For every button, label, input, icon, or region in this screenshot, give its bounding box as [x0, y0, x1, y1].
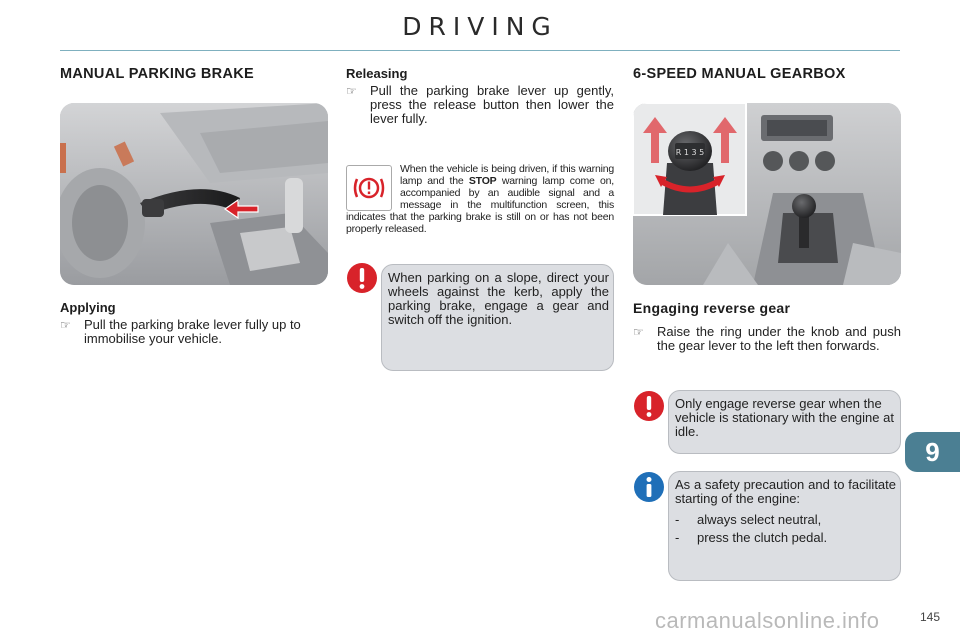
- watermark: carmanualsonline.info: [655, 608, 880, 633]
- page-number: 145: [919, 610, 940, 624]
- reverse-gear-title: Engaging reverse gear: [633, 300, 791, 316]
- page-title: DRIVING: [402, 12, 558, 41]
- chapter-tab: [905, 432, 960, 472]
- safety-info-item-1: always select neutral,: [697, 512, 822, 527]
- releasing-instruction: ☞ Pull the parking brake lever up gently…: [346, 84, 614, 126]
- safety-info-item: -always select neutral,: [675, 512, 822, 527]
- warning-exclamation-icon: [633, 390, 665, 422]
- reverse-warning-text: Only engage reverse gear when the vehicl…: [675, 396, 894, 439]
- releasing-text: Pull the parking brake lever up gently, …: [370, 83, 614, 126]
- safety-info-box: As a safety precaution and to facilitate…: [668, 471, 901, 581]
- bullet-pointer-icon: ☞: [346, 84, 357, 98]
- gearbox-illustration: R 1 3 5: [633, 103, 901, 285]
- safety-info-item: -press the clutch pedal.: [675, 530, 828, 545]
- chapter-number: 9: [925, 437, 940, 467]
- reverse-warning-box: Only engage reverse gear when the vehicl…: [668, 390, 901, 454]
- applying-instruction: ☞ Pull the parking brake lever fully up …: [60, 318, 328, 346]
- gearbox-photo: R 1 3 5: [633, 103, 901, 285]
- slope-warning-text: When parking on a slope, direct your whe…: [388, 270, 609, 327]
- section-title-parking-brake: MANUAL PARKING BRAKE: [60, 66, 254, 82]
- safety-info-item-2: press the clutch pedal.: [697, 530, 828, 545]
- applying-title: Applying: [60, 300, 116, 315]
- safety-info-intro: As a safety precaution and to facilitate…: [675, 477, 896, 506]
- bullet-pointer-icon: ☞: [633, 325, 644, 339]
- warning-note-stop: STOP: [468, 175, 497, 187]
- svg-text:R 1 3 5: R 1 3 5: [676, 148, 704, 157]
- reverse-gear-text: Raise the ring under the knob and push t…: [657, 324, 901, 353]
- bullet-pointer-icon: ☞: [60, 318, 71, 332]
- slope-warning-box: When parking on a slope, direct your whe…: [381, 264, 614, 371]
- reverse-gear-instruction: ☞ Raise the ring under the knob and push…: [633, 325, 901, 353]
- warning-exclamation-icon: [346, 262, 378, 294]
- parking-brake-photo: [60, 103, 328, 285]
- info-icon: [633, 471, 665, 503]
- brake-warning-lamp-icon: [346, 165, 392, 211]
- header-divider: [60, 50, 900, 51]
- releasing-title: Releasing: [346, 66, 408, 81]
- parking-brake-illustration: [60, 103, 328, 285]
- brake-warning-note: When the vehicle is being driven, if thi…: [346, 163, 614, 235]
- applying-text: Pull the parking brake lever fully up to…: [84, 317, 301, 346]
- section-title-gearbox: 6-SPEED MANUAL GEARBOX: [633, 66, 846, 82]
- warning-note-part1: When the vehicle is being driven, if thi…: [400, 163, 614, 187]
- warning-note-part2: warning lamp come on, accompanied by an …: [346, 175, 615, 235]
